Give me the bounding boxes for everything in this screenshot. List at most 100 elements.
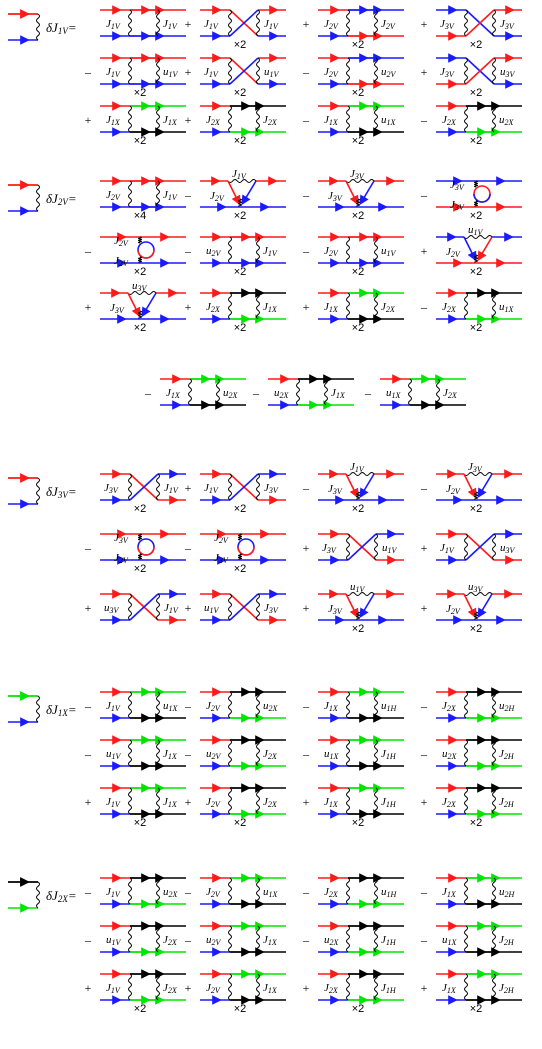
multiplicity-label: ×2 [470,210,483,222]
vertex-label-right: J1H [381,934,397,947]
diagram-J2V-r3-c1: u2XJ1X [268,379,354,405]
vertex-label-left: u2V [206,934,222,947]
vertex-label-top: u3V [468,581,484,594]
diagram-J2X-r1-c1: u2V J1X [200,926,286,952]
vertex-label-right: J1V [163,18,178,31]
multiplicity-label: ×2 [352,266,365,278]
vertex-label-right: J2X [263,114,278,127]
operator-sign: + [185,17,192,31]
vertex-label-right: J1V [263,245,278,258]
vertex-label-right: u2X [499,114,515,127]
multiplicity-label: ×2 [470,135,483,147]
vertex-label-left: J2V [206,982,221,995]
multiplicity-label: ×2 [134,322,147,334]
vertex-label-left: J2X [324,886,339,899]
vertex-label-right: J1V [164,482,179,495]
vertex-label-left: J1X [442,982,457,995]
multiplicity-label: ×2 [352,135,365,147]
multiplicity-label: ×2 [352,503,365,515]
diagram-J3V-r2-c0: u3V J1V [100,594,186,620]
vertex-label-top: J1V [350,461,365,474]
multiplicity-label: ×2 [234,1003,247,1015]
vertex-label-left: J1X [324,796,339,809]
diagram-J3V-r1-c1: J2VJ3V×2 [200,532,286,575]
operator-sign: + [185,981,192,995]
operator-sign: + [85,601,92,615]
operator-sign: + [421,541,428,555]
vertex-label-left: J1X [166,387,181,400]
vertex-label-bottom: J2V [446,483,461,496]
operator-sign: – [420,885,428,899]
vertex-label-bottom: J3V [110,302,125,315]
operator-sign: + [421,601,428,615]
multiplicity-label: ×2 [470,503,483,515]
vertex-label-right: J2V [381,18,396,31]
diagram-J2V-r3-c0: J1Xu2X [160,379,246,405]
vertex-label-left: J2V [324,245,339,258]
vertex-label-left: J3V [440,18,455,31]
operator-sign: – [184,541,192,555]
vertex-label-right: J1X [163,748,178,761]
multiplicity-label: ×2 [352,1003,365,1015]
vertex-label-right: J2X [381,301,396,314]
vertex-label-right: u1V [382,542,398,555]
vertex-label-right: J1X [263,934,278,947]
vertex-label-right: J1X [163,114,178,127]
equation-lhs-J2X: δJ2X= [8,882,77,908]
vertex-label-right: u3V [500,542,516,555]
vertex-label-top: u3V [132,280,148,293]
operator-sign: + [85,300,92,314]
operator-sign: – [420,113,428,127]
vertex-label-right: J2X [443,387,458,400]
equation-lhs: δJ2V= [46,191,77,207]
operator-sign: – [184,747,192,761]
vertex-label-right: J1H [381,748,397,761]
operator-sign: – [84,244,92,258]
equation-lhs: δJ3V= [46,484,77,500]
vertex-label-right: u1V [163,66,179,79]
operator-sign: – [420,481,428,495]
vertex-label-top: J3V [468,461,483,474]
operator-sign: + [421,17,428,31]
diagram-J1X-r0-c1: J2Vu2X [200,692,286,718]
multiplicity-label: ×2 [234,87,247,99]
vertex-label-bottom: J2V [210,190,225,203]
vertex-label-left: J1V [106,796,121,809]
multiplicity-label: ×2 [470,322,483,334]
vertex-label-right: J3V [500,18,515,31]
diagram-J2X-r0-c1: J2Vu1X [200,878,286,904]
operator-sign: – [84,933,92,947]
vertex-label-top: u1V [350,581,366,594]
vertex-label-right: J1H [381,796,397,809]
multiplicity-label: ×2 [352,39,365,51]
vertex-label-right: J2H [499,934,515,947]
diagram-J3V-r1-c2: J3Vu1V [318,534,404,560]
diagram-J1X-r2-c0: J1VJ1X×2 [100,788,186,829]
vertex-label-right: u2H [499,886,516,899]
operator-sign: – [420,747,428,761]
vertex-label-left: u3V [104,602,120,615]
equation-lhs: δJ2X= [46,888,77,904]
vertex-label-left: J3V [104,482,119,495]
vertex-label-right: J1V [164,602,179,615]
vertex-label-left: J1V [106,700,121,713]
vertex-label-right: u1X [381,114,397,127]
diagram-J2V-r1-c0: J2VJ2V×2 [100,235,186,278]
vertex-label-left: J2X [442,796,457,809]
vertex-label-left: J2V [324,66,339,79]
vertex-label-right: u3V [500,66,516,79]
vertex-label-right: u2H [499,700,516,713]
